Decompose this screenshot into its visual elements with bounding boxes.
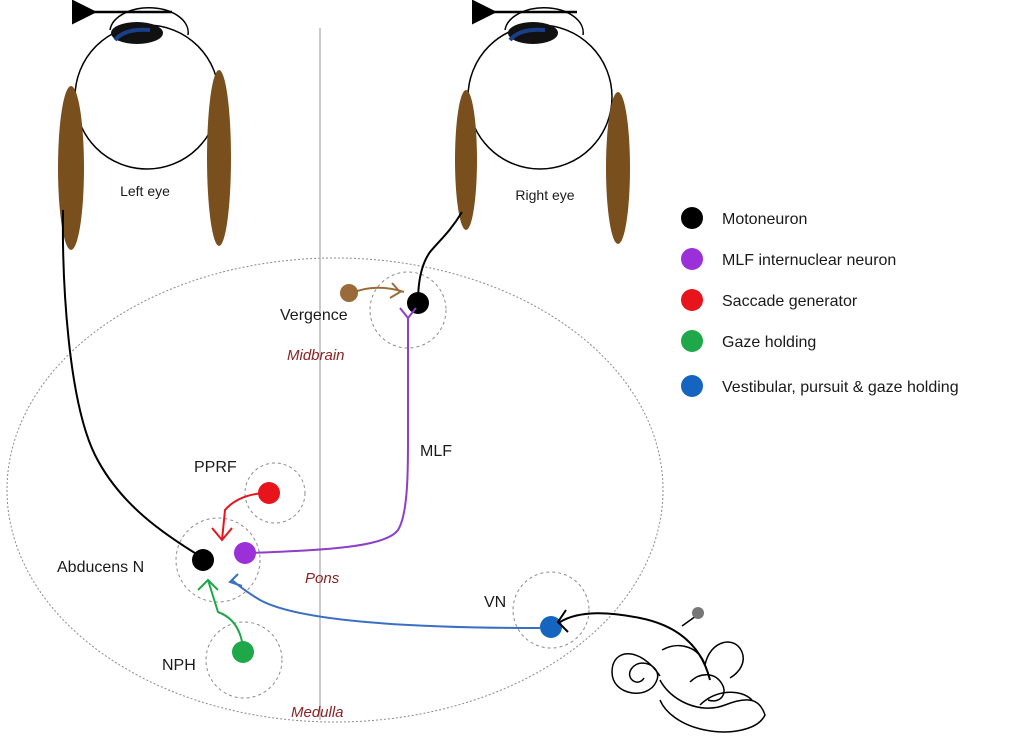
legend-swatch	[681, 330, 703, 352]
saccade-generator-neuron	[258, 482, 280, 504]
nph-nucleus-outline	[205, 621, 283, 699]
mlf-label: MLF	[420, 443, 452, 460]
legend-swatch	[681, 289, 703, 311]
left-motor-nerve	[61, 209, 204, 559]
legend-swatch	[681, 375, 703, 397]
left-eye-label: Left eye	[120, 183, 170, 199]
right-pupil	[508, 22, 558, 44]
right-lateral-rectus-muscle	[455, 90, 477, 230]
pprf-label: PPRF	[194, 459, 237, 476]
legend-swatch	[681, 207, 703, 229]
vn-label: VN	[484, 594, 506, 611]
nph-projection	[207, 579, 244, 649]
pprf-nucleus-outline	[244, 462, 306, 524]
nph-label: NPH	[162, 657, 196, 674]
left-eye	[58, 7, 231, 250]
midbrain-label: Midbrain	[287, 347, 345, 364]
vergence-label: Vergence	[280, 307, 348, 324]
mlf-internuclear-neuron	[234, 542, 256, 564]
abducens-label: Abducens N	[57, 559, 144, 576]
abducens-motoneuron	[192, 549, 214, 571]
brainstem-outline	[6, 257, 664, 723]
right-eye	[455, 7, 630, 244]
vestibular-nerve	[559, 612, 711, 681]
vergence-neuron	[340, 284, 358, 302]
right-medial-rectus-muscle	[606, 92, 630, 244]
pons-label: Pons	[305, 570, 340, 587]
legend-label: Vestibular, pursuit & gaze holding	[722, 379, 959, 396]
gaze-holding-neuron	[232, 641, 254, 663]
oculomotor-motoneuron	[407, 292, 429, 314]
legend-label: MLF internuclear neuron	[722, 252, 896, 269]
legend-label: Motoneuron	[722, 211, 807, 228]
left-lateral-rectus-muscle	[58, 86, 84, 250]
legend-label: Saccade generator	[722, 293, 858, 310]
legend-swatch	[681, 248, 703, 270]
left-pupil	[111, 22, 163, 44]
medulla-label: Medulla	[291, 704, 344, 721]
vestibular-neuron	[540, 616, 562, 638]
vestibular-ganglion	[692, 607, 704, 619]
mlf-tract	[249, 318, 409, 554]
abducens-nucleus-outline	[175, 517, 261, 603]
right-motor-nerve	[417, 211, 463, 303]
oculomotor-nucleus-outline	[369, 271, 447, 349]
left-medial-rectus-muscle	[207, 70, 231, 246]
right-eye-label: Right eye	[515, 187, 574, 203]
inner-ear	[611, 641, 766, 733]
vestibular-projection	[231, 579, 541, 629]
vn-nucleus-outline	[512, 571, 590, 649]
legend-label: Gaze holding	[722, 334, 816, 351]
